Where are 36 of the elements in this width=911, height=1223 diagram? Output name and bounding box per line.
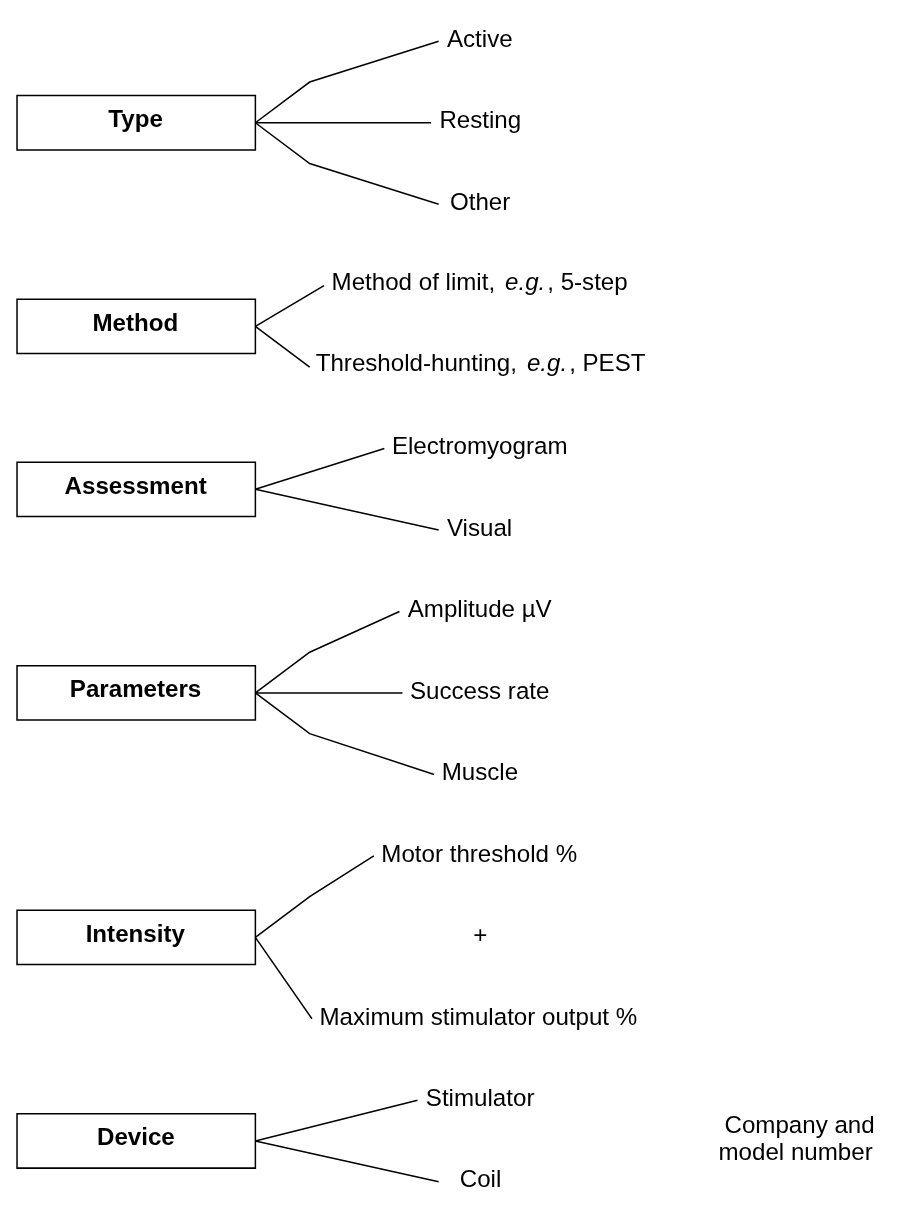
node-text: Coil [459,1165,501,1193]
node-box: Type [15,94,256,151]
connector [254,936,313,1020]
connector [254,1099,418,1142]
connector [254,284,325,328]
connector [254,40,439,124]
node-text: Motor threshold % [380,839,577,867]
node-text: Maximum stimulator output % [318,1002,637,1030]
node-box: Parameters [15,665,256,721]
node-text: Success rate [409,676,549,704]
label: + [472,921,487,949]
node-text: Electromyogram [391,432,568,460]
node-box: Device [15,1113,256,1169]
node-text: Muscle [441,758,518,786]
label: Company and model number [717,1111,875,1166]
node-box: Method [15,298,256,355]
connector [254,488,439,531]
connector [254,447,385,491]
node-text: Amplitude µV [407,595,552,623]
connector [254,855,375,939]
connector [254,325,310,368]
connector [254,692,435,776]
node-box: Assessment [15,461,256,518]
connector [254,122,439,205]
connector [254,692,403,694]
node-text: Threshold-hunting, e.g., PEST [315,349,646,377]
connector [254,610,400,694]
node-text: Resting [438,106,521,134]
node-text: Active [446,25,513,53]
node-text: Other [449,187,510,215]
connector [254,1140,439,1183]
node-box: Intensity [15,909,256,966]
node-text: Stimulator [425,1083,534,1111]
node-text: Method of limit, e.g., 5-step [331,267,628,295]
node-text: Visual [446,513,512,541]
connector [254,122,432,124]
